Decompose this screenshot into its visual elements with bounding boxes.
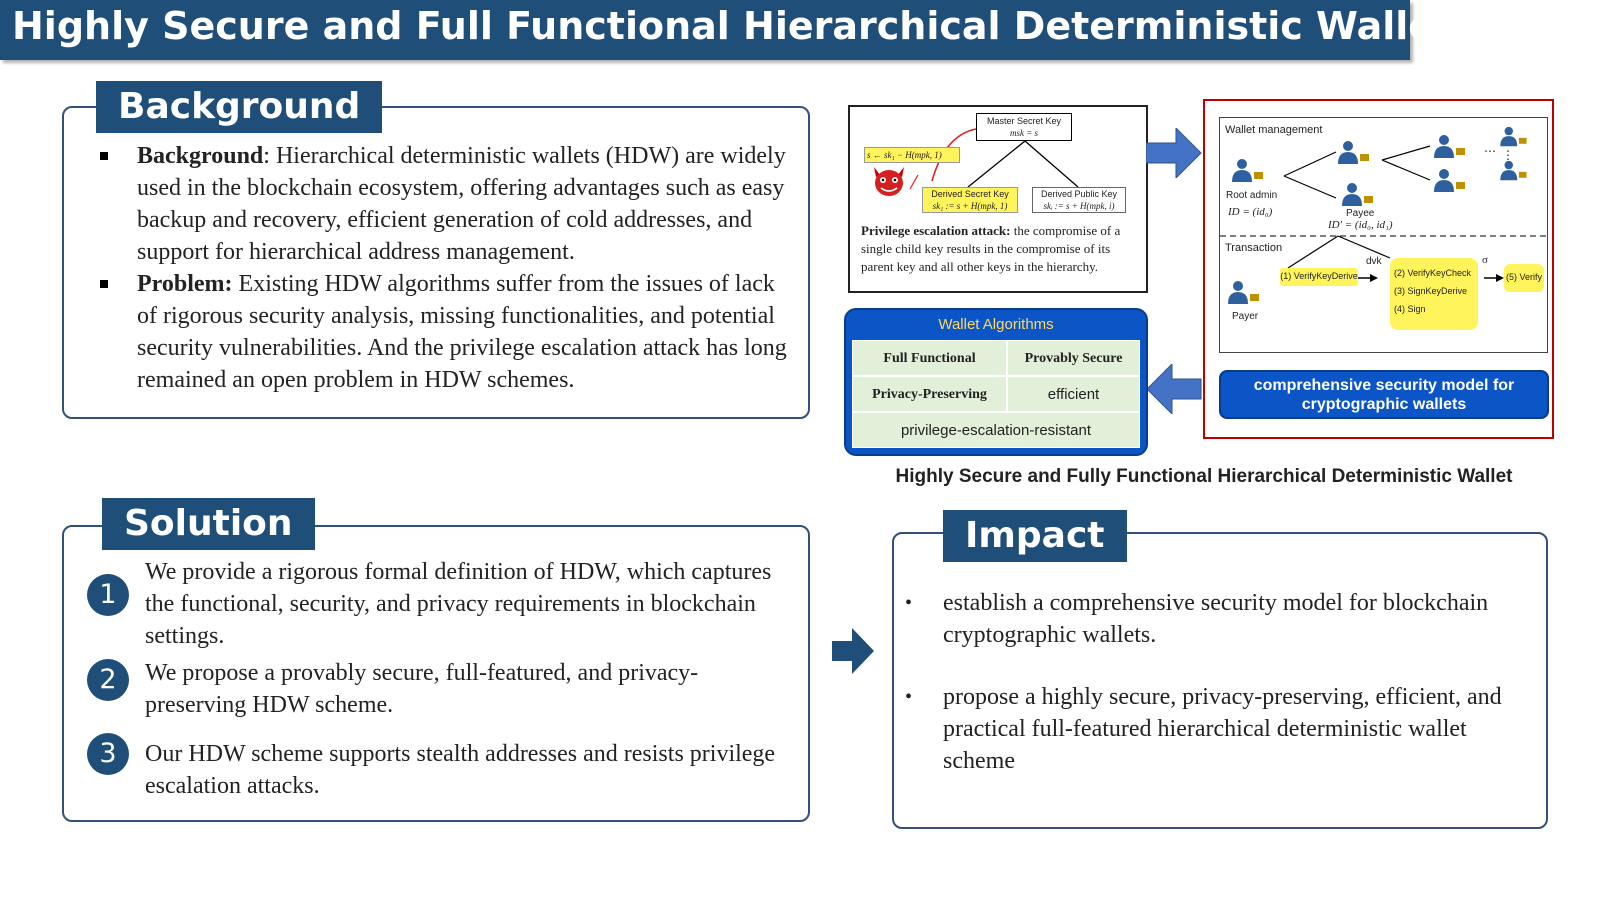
root-id: ID = (id₀) [1228, 206, 1273, 218]
ellipsis: ⋯ [1484, 144, 1496, 158]
vertical-ellipsis: ⋮ [1502, 148, 1514, 162]
derived-public-box: Derived Public Key skᵢ := s + H(mpk, i) [1032, 187, 1126, 213]
list-item: 1 We provide a rigorous formal definitio… [87, 556, 797, 657]
attack-desc-text: the compromise of a single child key res… [861, 223, 1121, 274]
list-item: 2 We propose a provably secure, full-fea… [87, 657, 797, 738]
devil-icon [874, 167, 904, 196]
wallet-algorithms-title: Wallet Algorithms [938, 316, 1054, 333]
person-icon [1500, 160, 1527, 181]
model-lines [1220, 145, 1549, 282]
solution-panel [62, 525, 810, 822]
person-icon [1434, 135, 1465, 158]
solution-list: 1 We provide a rigorous formal definitio… [87, 556, 797, 802]
list-item: 3 Our HDW scheme supports stealth addres… [87, 733, 797, 802]
attack-diagram: Master Secret Key msk = s s ← sk₁ − H(mp… [848, 105, 1148, 293]
payee-label: Payee [1346, 208, 1375, 219]
master-key-eq: msk = s [1009, 128, 1039, 138]
wallet-algorithms-box: Wallet Algorithms Full Functional Provab… [844, 308, 1148, 456]
person-icon [1232, 159, 1263, 182]
impact-panel [892, 532, 1548, 829]
step-box: (5) Verify [1504, 264, 1544, 292]
recover-eq: s ← sk₁ − H(mpk, 1) [864, 147, 960, 163]
background-heading: Background [96, 81, 383, 133]
root-admin-label: Root admin [1226, 190, 1278, 201]
number-badge: 1 [87, 574, 129, 616]
person-icon [1338, 141, 1369, 164]
solution-text: Our HDW scheme supports stealth addresse… [145, 741, 776, 799]
payer-label: Payer [1232, 311, 1259, 322]
impact-text: propose a highly secure, privacy-preserv… [943, 684, 1502, 774]
feature-cell: Privacy-Preserving [852, 376, 1007, 412]
list-item: • establish a comprehensive security mod… [905, 590, 1489, 648]
step-label: (3) SignKeyDerive [1394, 286, 1468, 296]
wallet-management-label: Wallet management [1225, 124, 1323, 136]
background-list: Background: Hierarchical deterministic w… [100, 140, 790, 396]
feature-cell: efficient [1007, 376, 1140, 412]
attack-description: Privilege escalation attack: the comprom… [861, 222, 1141, 276]
arrow-right-icon [1146, 128, 1202, 178]
payee-id: ID′ = (id₀, id₁) [1328, 219, 1393, 231]
page-title: Highly Secure and Full Functional Hierar… [0, 0, 1452, 60]
impact-text: establish a comprehensive security model… [943, 590, 1489, 648]
problem-text: Existing HDW algorithms suffer from the … [137, 271, 787, 393]
arrow-right-icon [832, 628, 874, 674]
dvk-label: dvk [1366, 256, 1382, 267]
person-icon [1228, 281, 1259, 304]
security-model-diagram: Wallet management Root admin ID = (id₀) … [1219, 117, 1549, 353]
arrow-left-icon [1146, 364, 1202, 414]
list-item: • propose a highly secure, privacy-prese… [905, 684, 1502, 774]
derived-public-label: Derived Public Key [1040, 189, 1118, 199]
background-text: : Hierarchical deterministic wallets (HD… [137, 143, 786, 265]
sigma-label: σ [1482, 254, 1488, 266]
feature-cell: Full Functional [852, 340, 1007, 376]
master-key-label: Master Secret Key [986, 116, 1062, 126]
derived-secret-eq: sk₁ := s + H(mpk, 1) [932, 201, 1008, 211]
derived-public-eq: skᵢ := s + H(mpk, i) [1043, 201, 1115, 211]
derived-secret-label: Derived Secret Key [931, 189, 1009, 199]
step-box: (1) VerifyKeyDerive [1280, 268, 1358, 286]
impact-list: • establish a comprehensive security mod… [905, 587, 1520, 777]
person-icon [1434, 169, 1465, 192]
figure-caption: Highly Secure and Fully Functional Hiera… [895, 466, 1513, 487]
background-lead: Background [137, 143, 264, 169]
master-key-box: Master Secret Key msk = s [976, 113, 1072, 141]
security-model-label: comprehensive security model for cryptog… [1219, 370, 1549, 419]
solution-text: We provide a rigorous formal definition … [145, 559, 772, 649]
person-icon [1342, 183, 1373, 206]
solution-heading: Solution [102, 498, 315, 550]
step-label: (2) VerifyKeyCheck [1394, 268, 1472, 278]
number-badge: 2 [87, 659, 129, 701]
transaction-label: Transaction [1225, 242, 1283, 254]
number-badge: 3 [87, 733, 129, 775]
attack-desc-lead: Privilege escalation attack: [861, 223, 1011, 238]
problem-lead: Problem: [137, 271, 233, 297]
security-model-frame [1203, 99, 1554, 439]
list-item: Problem: Existing HDW algorithms suffer … [100, 268, 790, 396]
feature-cell: privilege-escalation-resistant [852, 412, 1140, 448]
steps-group: (2) VerifyKeyCheck (3) SignKeyDerive (4)… [1390, 258, 1478, 330]
derived-secret-box: Derived Secret Key sk₁ := s + H(mpk, 1) [922, 187, 1018, 213]
solution-text: We propose a provably secure, full-featu… [145, 660, 699, 718]
step-label: (4) Sign [1394, 304, 1426, 314]
list-item: Background: Hierarchical deterministic w… [100, 140, 790, 268]
person-icon [1500, 126, 1527, 147]
background-panel [62, 106, 810, 419]
feature-cell: Provably Secure [1007, 340, 1140, 376]
impact-heading: Impact [943, 510, 1127, 562]
